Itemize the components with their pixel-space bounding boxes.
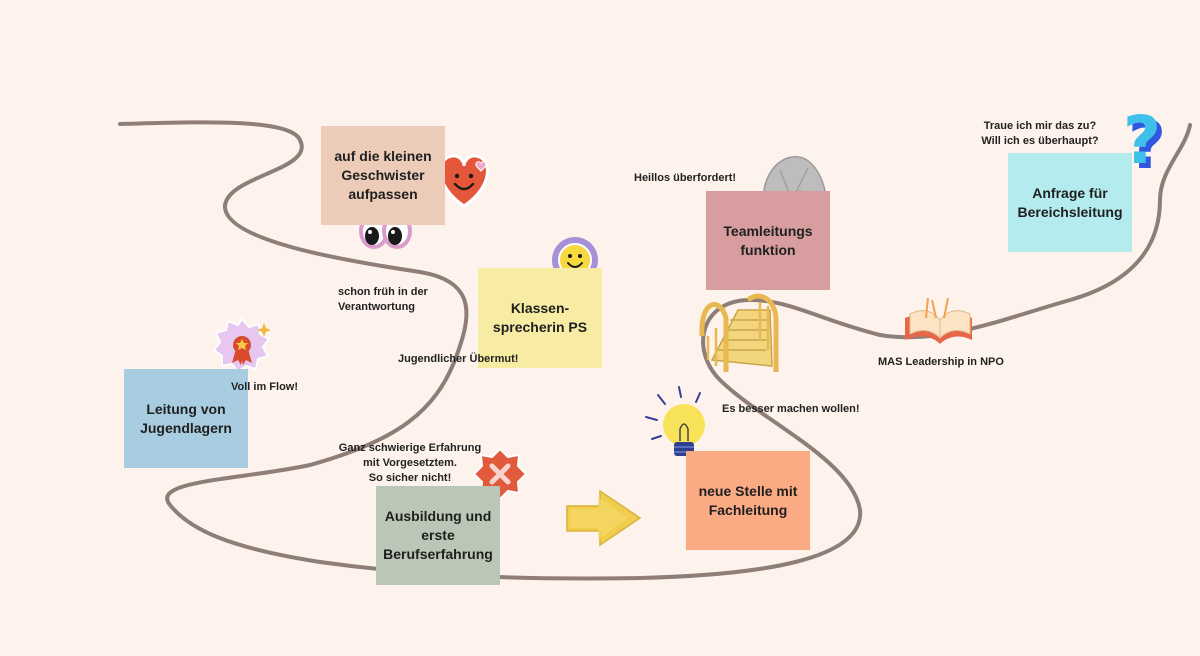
- lightbulb-icon: [645, 386, 705, 456]
- heart-face-icon: [439, 154, 489, 208]
- label-mas: MAS Leadership in NPO: [878, 356, 1004, 368]
- note-camp: Leitung von Jugendlagern: [124, 369, 248, 468]
- open-book-icon: [905, 297, 972, 344]
- label-doubt: Traue ich mir das zu? Will ich es überha…: [981, 120, 1099, 147]
- label-overwhelmed: Heillos überfordert!: [634, 172, 737, 184]
- note-class-rep: Klassen- sprecherin PS: [478, 268, 602, 368]
- note-siblings: auf die kleinen Geschwister aufpassen: [321, 126, 445, 225]
- label-bad-experience: Ganz schwierige Erfahrung mit Vorgesetzt…: [338, 442, 482, 484]
- note-training: Ausbildung und erste Berufserfahrung: [376, 486, 500, 585]
- note-request: Anfrage für Bereichsleitung: [1008, 153, 1132, 252]
- award-badge-icon: [212, 317, 271, 374]
- label-flow: Voll im Flow!: [231, 381, 299, 393]
- label-early-responsibility: schon früh in der Verantwortung: [338, 286, 428, 313]
- svg-text:?: ?: [1128, 107, 1166, 184]
- arrow-right-icon: [566, 489, 642, 547]
- note-new-job: neue Stelle mit Fachleitung: [686, 451, 810, 550]
- label-youthful: Jugendlicher Übermut!: [398, 353, 519, 365]
- note-team-lead: Teamleitungs funktion: [706, 191, 830, 290]
- bridge-icon: [699, 293, 779, 372]
- label-do-better: Es besser machen wollen!: [722, 403, 860, 415]
